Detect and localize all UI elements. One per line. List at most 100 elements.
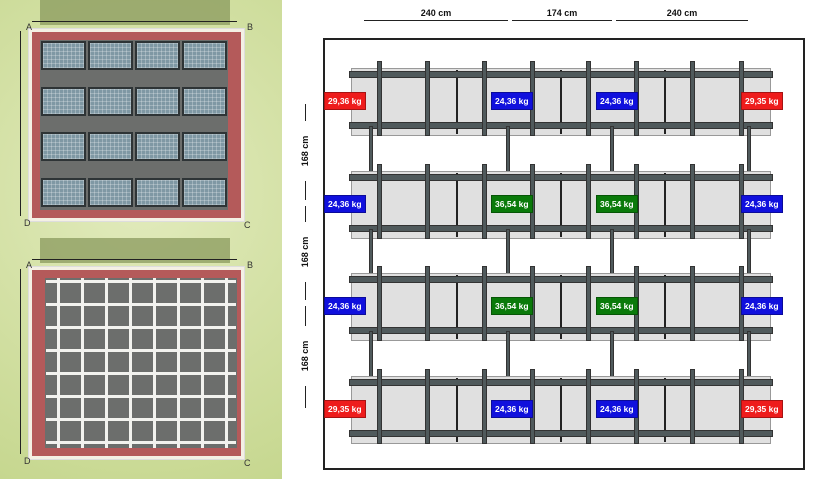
post: [377, 368, 382, 444]
grid-line: [46, 441, 236, 444]
dimension-arrow: [616, 20, 748, 21]
corner-label: A: [26, 260, 33, 270]
post: [425, 266, 430, 341]
post: [586, 163, 591, 239]
post: [690, 368, 695, 444]
rail-top: [349, 71, 773, 78]
load-label: 29,35 kg: [741, 92, 783, 110]
top-dimension-label: 174 cm: [546, 8, 578, 18]
load-label: 36,54 kg: [596, 194, 638, 213]
solar-panel: [135, 177, 180, 207]
panel-divider: [456, 172, 458, 237]
grid-line: [46, 349, 236, 352]
diagram-frame: [323, 38, 805, 470]
grid-line: [46, 395, 236, 398]
post: [690, 266, 695, 341]
solar-panel: [135, 132, 180, 161]
panel-divider: [664, 275, 666, 339]
side-dimension-label: 168 cm: [300, 121, 310, 181]
post: [377, 266, 382, 341]
panel-divider: [456, 377, 458, 442]
load-label: 24,36 kg: [324, 297, 366, 315]
corner-label: D: [24, 456, 31, 466]
grid-line: [46, 372, 236, 375]
corner-label: C: [244, 220, 251, 230]
shadow: [40, 238, 230, 263]
grid-line: [225, 278, 228, 448]
panel-divider: [456, 275, 458, 339]
post: [482, 61, 487, 136]
rail-top: [349, 378, 773, 386]
post: [482, 266, 487, 341]
load-label: 24,36 kg: [491, 399, 533, 418]
load-label: 29,35 kg: [324, 399, 366, 418]
post: [586, 266, 591, 341]
solar-panel: [41, 177, 86, 207]
corner-label: B: [247, 260, 254, 270]
panel-divider: [456, 70, 458, 134]
panel-divider: [560, 172, 562, 237]
dimension-arrow: [32, 21, 237, 22]
top-dimension-label: 240 cm: [666, 8, 698, 18]
panel-divider: [560, 70, 562, 134]
load-label: 24,36 kg: [491, 92, 533, 110]
solar-panel: [182, 41, 227, 70]
dimension-arrow: [32, 259, 237, 260]
rail-bottom: [349, 224, 773, 232]
solar-panel: [135, 41, 180, 70]
post: [425, 368, 430, 444]
dimension-arrow: [512, 20, 612, 21]
dimension-arrow: [20, 269, 21, 454]
corner-label: D: [24, 218, 31, 228]
panel-divider: [560, 275, 562, 339]
load-label: 36,54 kg: [491, 297, 533, 315]
corner-label: C: [244, 458, 251, 468]
solar-panel: [88, 86, 133, 116]
grid-line: [57, 278, 60, 448]
grid-line: [46, 326, 236, 329]
solar-panel: [135, 86, 180, 116]
post: [586, 61, 591, 136]
panel-divider: [664, 377, 666, 442]
rail-top: [349, 173, 773, 181]
rail-bottom: [349, 327, 773, 334]
panel-divider: [664, 172, 666, 237]
solar-panel: [88, 132, 133, 161]
shadow: [40, 0, 230, 25]
corner-label: B: [247, 22, 254, 32]
grid-line: [46, 418, 236, 421]
rail-top: [349, 276, 773, 283]
load-label: 24,36 kg: [741, 297, 783, 315]
solar-panel: [41, 41, 86, 70]
solar-panel: [182, 86, 227, 116]
post: [690, 163, 695, 239]
dimension-arrow: [20, 31, 21, 216]
panel-divider: [664, 70, 666, 134]
post: [425, 61, 430, 136]
grid-line: [46, 303, 236, 306]
grid-line: [177, 278, 180, 448]
grid-line: [105, 278, 108, 448]
load-label: 29,35 kg: [741, 399, 783, 418]
post: [586, 368, 591, 444]
post: [377, 61, 382, 136]
grid-line: [129, 278, 132, 448]
solar-panel: [88, 41, 133, 70]
grid-line: [153, 278, 156, 448]
side-dimension-label: 168 cm: [300, 222, 310, 282]
solar-panel: [88, 177, 133, 207]
grid-line: [46, 280, 236, 283]
post: [690, 61, 695, 136]
dimension-arrow: [364, 20, 508, 21]
panel-divider: [560, 377, 562, 442]
load-label: 24,36 kg: [324, 194, 366, 213]
solar-panel: [182, 177, 227, 207]
load-label: 24,36 kg: [741, 194, 783, 213]
rail-bottom: [349, 122, 773, 129]
solar-panel: [41, 86, 86, 116]
rail-bottom: [349, 429, 773, 437]
load-label: 36,54 kg: [596, 297, 638, 315]
top-dimension-label: 240 cm: [420, 8, 452, 18]
load-label: 24,36 kg: [596, 399, 638, 418]
